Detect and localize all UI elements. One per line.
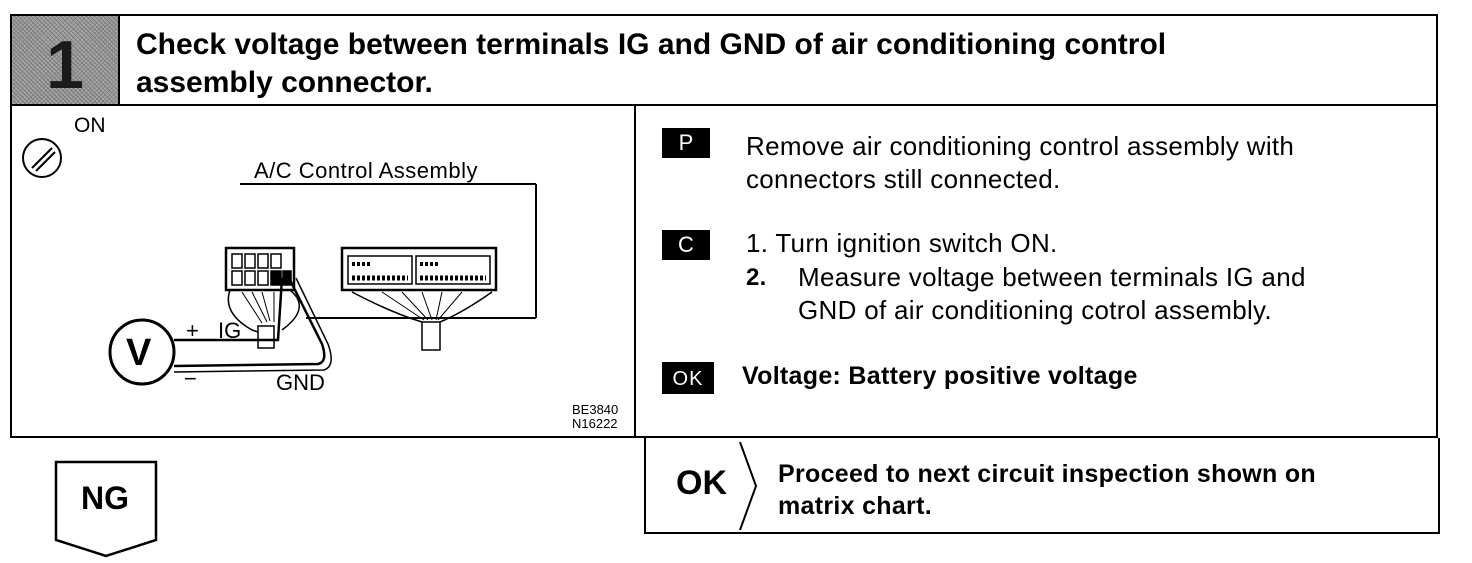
ok-result-line2: matrix chart. bbox=[778, 492, 932, 520]
ok-result-box bbox=[644, 438, 1440, 534]
badge-p: P bbox=[662, 128, 710, 158]
c-step1: 1. Turn ignition switch ON. bbox=[746, 228, 1058, 258]
voltmeter bbox=[108, 318, 176, 386]
p-instruction: Remove air conditioning control assembly… bbox=[746, 130, 1294, 196]
panel-divider bbox=[634, 106, 636, 438]
step-title-line1: Check voltage between terminals IG and G… bbox=[136, 28, 1167, 61]
assembly-label: A/C Control Assembly bbox=[254, 158, 478, 183]
c-step2-num: 2. bbox=[746, 264, 767, 291]
diagram-drawing bbox=[22, 138, 537, 386]
c-step2-line1: Measure voltage between terminals IG and bbox=[798, 262, 1306, 292]
badge-ok: OK bbox=[662, 362, 714, 394]
step-number: 1 bbox=[46, 27, 84, 103]
c-step2-line2: GND of air conditioning cotrol assembly. bbox=[798, 295, 1272, 325]
gnd-label: GND bbox=[276, 370, 325, 395]
p-line2: connectors still connected. bbox=[746, 164, 1061, 194]
ok-spec: Voltage: Battery positive voltage bbox=[742, 362, 1138, 390]
ok-result-text: Proceed to next circuit inspection shown… bbox=[778, 458, 1418, 522]
ignition-on-label: ON bbox=[74, 114, 106, 137]
ng-result bbox=[54, 460, 158, 563]
step-number-box: 1 bbox=[12, 16, 120, 104]
c-step2: Measure voltage between terminals IG and… bbox=[798, 261, 1306, 327]
ok-chevron bbox=[739, 441, 758, 531]
voltmeter-label: V bbox=[126, 332, 152, 374]
figure-code-2: N16222 bbox=[572, 416, 618, 431]
step-header: 1 Check voltage between terminals IG and… bbox=[10, 14, 1438, 106]
ng-result-label: NG bbox=[81, 480, 129, 516]
main-panel bbox=[10, 106, 1438, 438]
step-title-line2: assembly connector. bbox=[136, 66, 433, 99]
step-title: Check voltage between terminals IG and G… bbox=[136, 26, 1336, 102]
plus-label: + bbox=[186, 318, 199, 343]
probe-leads bbox=[173, 277, 332, 373]
ig-label: IG bbox=[218, 318, 242, 343]
ignition-key-icon bbox=[22, 138, 62, 178]
ng-arrow-shape bbox=[54, 460, 158, 558]
figure-code-1: BE3840 bbox=[572, 402, 619, 417]
wiring-diagram: ON A/C Control Assembly V + IG − GND BE3… bbox=[12, 108, 632, 436]
badge-c: C bbox=[662, 230, 710, 260]
ok-result-label: OK bbox=[676, 464, 727, 502]
minus-label: − bbox=[184, 366, 197, 391]
p-line1: Remove air conditioning control assembly… bbox=[746, 131, 1295, 161]
ok-result-line1: Proceed to next circuit inspection shown… bbox=[778, 460, 1316, 488]
connector-right bbox=[340, 246, 498, 351]
